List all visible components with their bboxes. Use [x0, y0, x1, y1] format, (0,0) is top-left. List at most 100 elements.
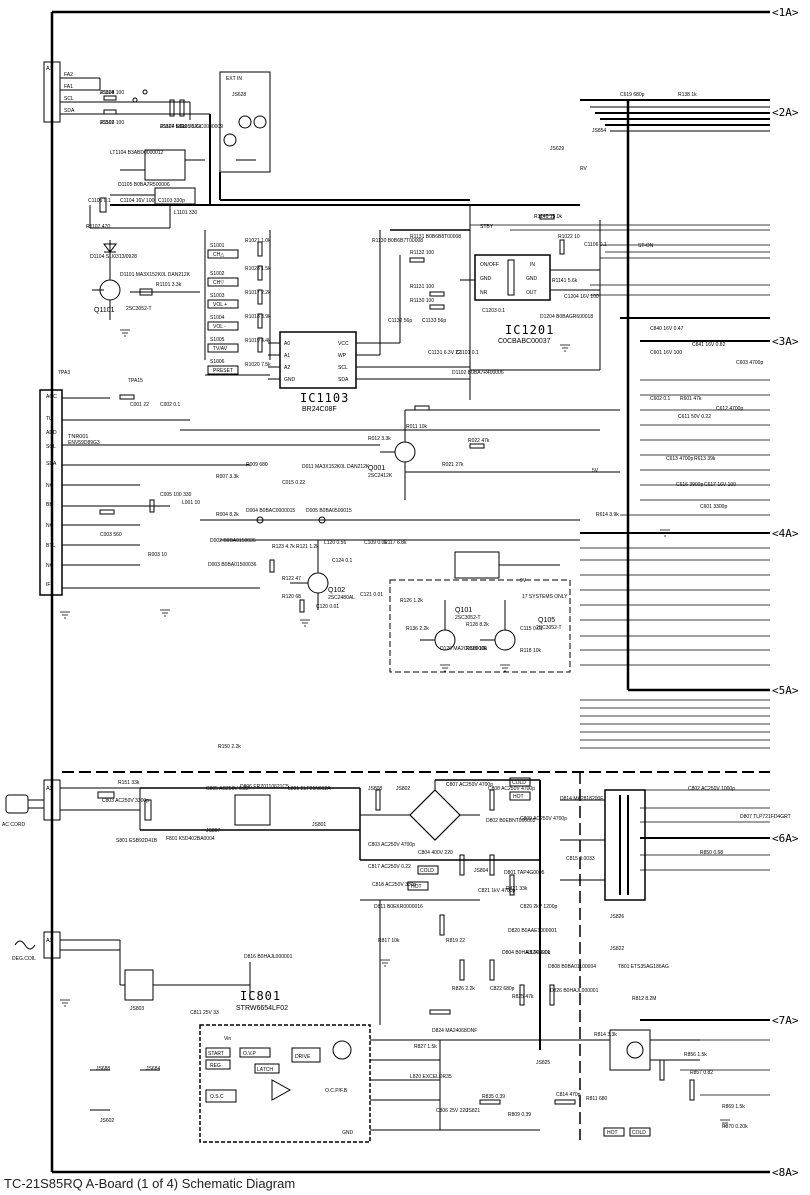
- part-label: D011 MA3X152K0L DAN212K: [302, 464, 370, 470]
- part-label: D808 B0BA01100004: [548, 964, 596, 970]
- part-label: C807 AC250V 4700p: [446, 782, 493, 788]
- ic1103-pin-a1: A1: [284, 353, 290, 359]
- rv-label: RV: [580, 166, 588, 172]
- part-label: C803 AC250V 3300p: [102, 798, 149, 804]
- part-label: R128 8.2k: [466, 622, 489, 628]
- part-label: C806 25V 220: [436, 1108, 468, 1114]
- board-a2-label: A2: [46, 786, 53, 792]
- part-label: R856 1.5k: [684, 1052, 707, 1058]
- part-label: C1131 6.3V 22: [428, 350, 461, 356]
- part-label: C804 400V 220: [418, 850, 453, 856]
- part-label: R1131 B0B6B8T00008: [410, 234, 461, 240]
- q001-part: 2SC2412K: [368, 473, 393, 479]
- a1-pin-scl: SCL: [64, 96, 74, 102]
- part-label: R151 33k: [118, 780, 140, 786]
- part-label: D801 TAP4G0005: [504, 870, 545, 876]
- part-label: D811 B0EKR0000016: [374, 904, 423, 910]
- hot-label-1: HOT: [513, 794, 524, 800]
- ac-cord-label: AC CORD: [2, 822, 25, 828]
- part-label: C817 AC250V 0.22: [368, 864, 411, 870]
- part-label: C616 3900p: [676, 482, 703, 488]
- part-label: C1203 0.1: [482, 308, 505, 314]
- part-label: C601 3300p: [700, 504, 727, 510]
- part-label: D816 B0HAJL000001: [244, 954, 293, 960]
- part-label: C613 4700p: [666, 456, 693, 462]
- hot-label-3: HOT: [607, 1130, 618, 1136]
- switch-s1002-label: CH▽: [213, 280, 224, 286]
- switch-s1006-ref: S1006: [210, 359, 225, 365]
- ic801-block-drive: DRIVE: [295, 1054, 311, 1060]
- part-label: R601 47k: [680, 396, 702, 402]
- part-label: C115 0.01: [520, 626, 543, 632]
- ic801-block-reg: REG: [210, 1063, 221, 1069]
- part-label: JS802: [396, 786, 410, 792]
- part-label: L001 10: [182, 500, 200, 506]
- ic1103-pin-sda: SDA: [338, 377, 349, 383]
- connector-2a: <2A>: [772, 106, 799, 119]
- ic1201-pin-in: IN: [530, 262, 535, 268]
- switch-s1005-label: TV/AV: [213, 346, 228, 352]
- part-label: D814 MA2818200E: [560, 796, 604, 802]
- ext-in-label: EXT IN: [226, 76, 242, 82]
- part-label: JS562: [100, 120, 114, 126]
- part-label: R012 3.3k: [368, 436, 391, 442]
- ic801-block-ovp: O.V.P: [243, 1051, 257, 1057]
- q102-part: 2SC2480AL: [328, 595, 355, 601]
- ic801-part: STRW6654LF02: [236, 1005, 288, 1012]
- part-label: JS803: [130, 1006, 144, 1012]
- tuner-pin-if: IF: [46, 582, 50, 588]
- tuner-pin-scl: SCL: [46, 444, 56, 450]
- q001-ref: Q001: [368, 465, 385, 472]
- part-label: R850 0.68: [700, 850, 723, 856]
- part-label: R1021 1.0k: [245, 238, 271, 244]
- part-label: JS807: [206, 828, 220, 834]
- part-label: D824 MA24068ONF: [432, 1028, 477, 1034]
- part-label: C820 2kV 1200p: [520, 904, 557, 910]
- part-label: R1019 4.4k: [245, 338, 271, 344]
- part-label: C815 0.0033: [566, 856, 595, 862]
- part-label: R1141 5.6k: [552, 278, 578, 284]
- part-label: R811 680: [586, 1096, 608, 1102]
- v9-label: 9V: [520, 578, 527, 584]
- part-label: C814 470p: [556, 1092, 581, 1098]
- a1-pin-fa1: FA1: [64, 84, 73, 90]
- part-label: C1132 56p: [388, 318, 412, 324]
- part-label: R814 3.3k: [594, 1032, 617, 1038]
- part-label: JS827: [160, 124, 174, 130]
- connector-4a: <4A>: [772, 527, 799, 540]
- part-label: D004 B0BAC0000015: [246, 508, 295, 514]
- part-label: T801 ETS35AG186AG: [618, 964, 669, 970]
- part-label: R004 8.2k: [216, 512, 239, 518]
- part-label: JS821: [466, 1108, 480, 1114]
- part-label: C603 4700p: [736, 360, 763, 366]
- cold-label-3: COLD: [632, 1130, 646, 1136]
- switch-s1006-label: PRESET: [213, 368, 233, 374]
- tuner-part: ENV59D89G3: [68, 440, 100, 446]
- a1-pin-sda: SDA: [64, 108, 75, 114]
- deg-coil-label: DEG.COIL: [12, 956, 36, 962]
- part-label: R138 1k: [678, 92, 697, 98]
- part-label: C612 4700p: [716, 406, 743, 412]
- connector-8a: <8A>: [772, 1166, 799, 1179]
- tuner-pin-nc2: NC: [46, 523, 54, 529]
- part-label: C001 22: [130, 402, 149, 408]
- part-label: C1104 16V 100: [120, 198, 155, 204]
- part-label: R007 3.3k: [216, 474, 239, 480]
- part-label: JS602: [100, 1118, 114, 1124]
- part-label: R1104 5.6k: [160, 124, 186, 130]
- part-label: C841 16V 0.82: [692, 342, 726, 348]
- part-label: C109 0.01: [364, 540, 387, 546]
- part-label: R835 0.39: [482, 1094, 505, 1100]
- part-label: C840 16V 0.47: [650, 326, 684, 332]
- part-label: R1107 470: [86, 224, 110, 230]
- part-label: R011 10k: [406, 424, 428, 430]
- part-label: C1103 330p: [158, 198, 185, 204]
- part-label: JS801: [312, 822, 326, 828]
- part-label: C015 0.22: [282, 480, 305, 486]
- part-label: R1028 1.5k: [245, 266, 271, 272]
- part-label: R869 1.5k: [722, 1104, 745, 1110]
- part-label: JS808: [368, 786, 382, 792]
- tuner-pin-nc3: NC: [46, 563, 54, 569]
- part-label: R1020 7.5k: [245, 362, 271, 368]
- part-label: JS629: [550, 146, 564, 152]
